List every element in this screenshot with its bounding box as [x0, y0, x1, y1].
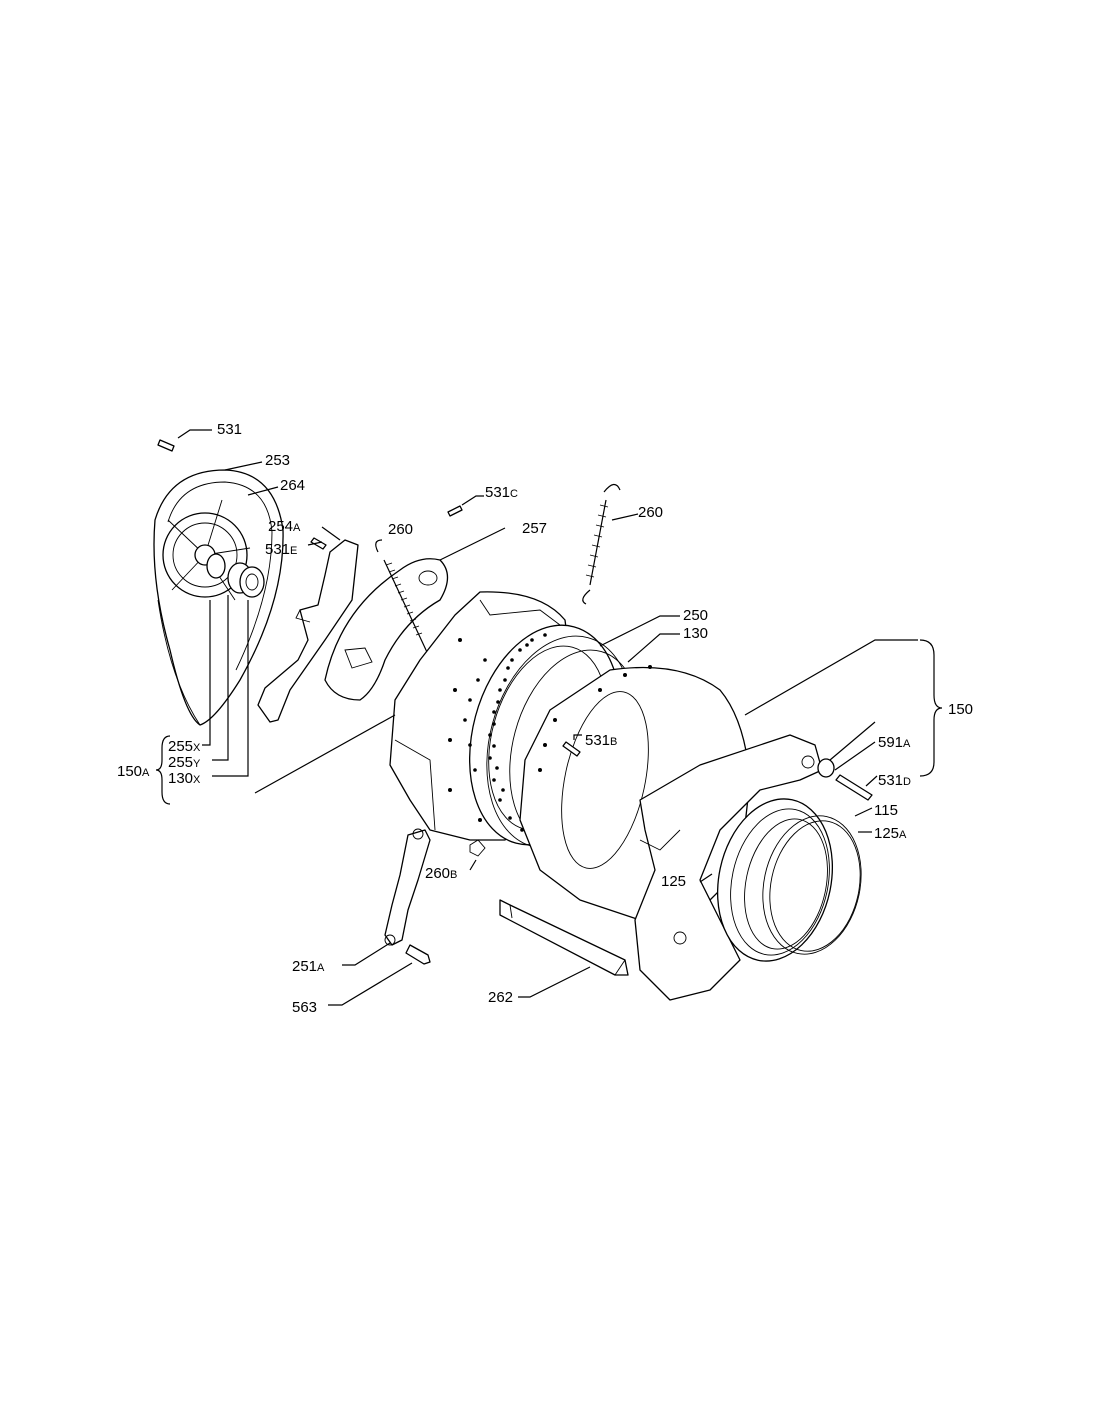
label-130: 130 — [683, 625, 708, 642]
label-591a: 591A — [878, 734, 911, 751]
pulley-wheel — [153, 469, 284, 726]
label-531d: 531D — [878, 772, 911, 789]
screw-531 — [157, 439, 175, 452]
label-255x: 255X — [168, 738, 201, 755]
label-250: 250 — [683, 607, 708, 624]
label-531c: 531C — [485, 484, 518, 501]
clamp-ring-125a — [762, 815, 862, 955]
counterweight-257 — [324, 558, 449, 701]
label-260-right: 260 — [638, 504, 663, 521]
shock-absorber-251a — [384, 828, 431, 946]
bolt-531d — [835, 774, 873, 801]
label-254a: 254A — [268, 518, 301, 535]
label-257: 257 — [522, 520, 547, 537]
label-130x: 130X — [168, 770, 201, 787]
label-260-left: 260 — [388, 521, 413, 538]
label-531b: 531B — [585, 732, 617, 749]
label-253: 253 — [265, 452, 290, 469]
front-weight-115 — [634, 734, 823, 1001]
bracket-262 — [499, 899, 629, 976]
screw-531b — [562, 741, 581, 757]
spring-260-right — [582, 483, 621, 605]
washer-591a — [817, 758, 835, 778]
leader-lines — [177, 429, 918, 1006]
label-262: 262 — [488, 989, 513, 1006]
label-251a: 251A — [292, 958, 325, 975]
pin-563 — [405, 944, 431, 965]
door-seal-125 — [716, 798, 834, 962]
clip-260b — [469, 839, 486, 857]
label-531e: 531E — [265, 541, 297, 558]
bracket-254a — [257, 539, 359, 723]
screw-531c — [447, 505, 463, 517]
label-563: 563 — [292, 999, 317, 1016]
label-255y: 255Y — [168, 754, 201, 771]
group-bracket-150a — [155, 735, 171, 805]
bearing-set — [206, 553, 265, 598]
label-125a: 125A — [874, 825, 907, 842]
label-531: 531 — [217, 421, 242, 438]
label-150: 150 — [948, 701, 973, 718]
group-bracket-150 — [919, 639, 943, 777]
label-260b: 260B — [425, 865, 457, 882]
drum-perforations — [463, 633, 547, 832]
label-264: 264 — [280, 477, 305, 494]
label-150a: 150A — [117, 763, 150, 780]
screw-531e — [310, 537, 327, 550]
label-115: 115 — [874, 802, 898, 819]
label-125: 125 — [661, 873, 686, 890]
